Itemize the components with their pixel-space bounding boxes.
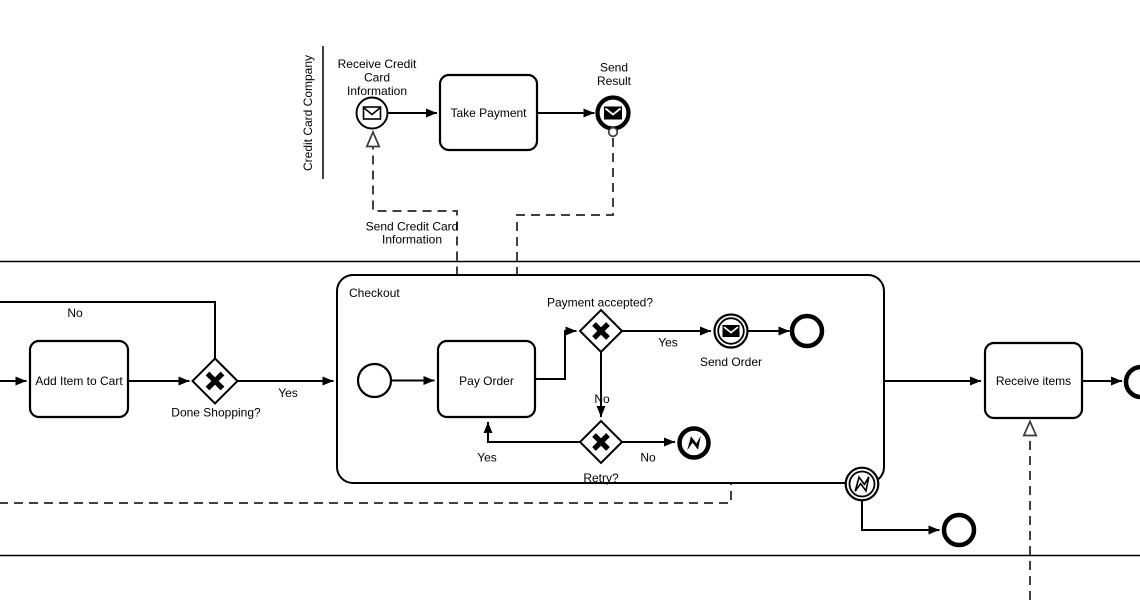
lane-label-credit-card-company: Credit Card Company bbox=[301, 55, 315, 171]
message-flow-send-cc-info bbox=[372, 147, 458, 336]
message-envelope-throw-icon bbox=[722, 325, 740, 337]
add-item-label: Add Item to Cart bbox=[35, 374, 123, 388]
x-gateway-icon bbox=[592, 322, 610, 340]
done-shopping-label: Done Shopping? bbox=[171, 406, 261, 420]
error-bolt-icon bbox=[687, 435, 701, 451]
message-arrowhead-up-icon bbox=[1022, 419, 1038, 437]
end-event-checkout-success[interactable] bbox=[789, 313, 825, 349]
send-cc-info-label-line1: Send Credit Card bbox=[366, 220, 459, 234]
receive-cc-label-line1: Receive Credit bbox=[338, 57, 417, 71]
boundary-event-inner-ring-icon bbox=[848, 470, 876, 498]
receive-cc-label-line2: Card bbox=[364, 71, 390, 85]
x-gateway-icon bbox=[205, 371, 225, 391]
message-envelope-catch-icon bbox=[362, 106, 382, 120]
receive-cc-label-line3: Information bbox=[347, 84, 407, 98]
task-add-item-to-cart[interactable] bbox=[28, 339, 130, 419]
error-bolt-outline-icon bbox=[854, 475, 870, 493]
message-envelope-throw-icon bbox=[604, 106, 622, 120]
checkout-label: Checkout bbox=[349, 286, 400, 300]
retry-label: Retry? bbox=[583, 471, 619, 485]
retry-yes-label: Yes bbox=[477, 451, 497, 465]
flow-done-shopping-no-loop bbox=[0, 301, 216, 359]
payment-accepted-yes-label: Yes bbox=[658, 336, 678, 350]
retry-no-label: No bbox=[640, 451, 656, 465]
task-receive-items[interactable] bbox=[983, 341, 1084, 420]
message-flow-send-result-to-pay-order bbox=[516, 138, 614, 327]
message-origin-send-result-icon bbox=[607, 126, 619, 138]
start-event-checkout[interactable] bbox=[356, 362, 393, 399]
message-arrowhead-up-icon bbox=[365, 129, 381, 148]
payment-accepted-no-label: No bbox=[594, 392, 610, 406]
send-order-label: Send Order bbox=[700, 355, 762, 369]
send-result-label-line2: Result bbox=[597, 74, 632, 88]
intermediate-event-inner-ring-icon bbox=[717, 317, 745, 345]
flow-pay-order-to-payment-accepted bbox=[535, 326, 577, 380]
done-shopping-yes-label: Yes bbox=[278, 386, 298, 400]
receive-items-label: Receive items bbox=[996, 374, 1071, 388]
flow-boundary-to-end bbox=[861, 500, 940, 535]
send-cc-info-label-line2: Information bbox=[382, 233, 442, 247]
x-gateway-icon bbox=[592, 433, 610, 451]
end-event-process[interactable] bbox=[1123, 364, 1140, 400]
send-result-label-line1: Send bbox=[600, 61, 628, 75]
end-event-after-error[interactable] bbox=[941, 512, 977, 548]
done-shopping-no-label: No bbox=[67, 306, 83, 320]
task-take-payment[interactable] bbox=[438, 73, 539, 152]
payment-accepted-label: Payment accepted? bbox=[547, 296, 653, 310]
task-pay-order[interactable] bbox=[436, 339, 537, 419]
take-payment-label: Take Payment bbox=[450, 106, 527, 120]
pay-order-label: Pay Order bbox=[459, 374, 514, 388]
flow-retry-yes bbox=[483, 422, 580, 443]
